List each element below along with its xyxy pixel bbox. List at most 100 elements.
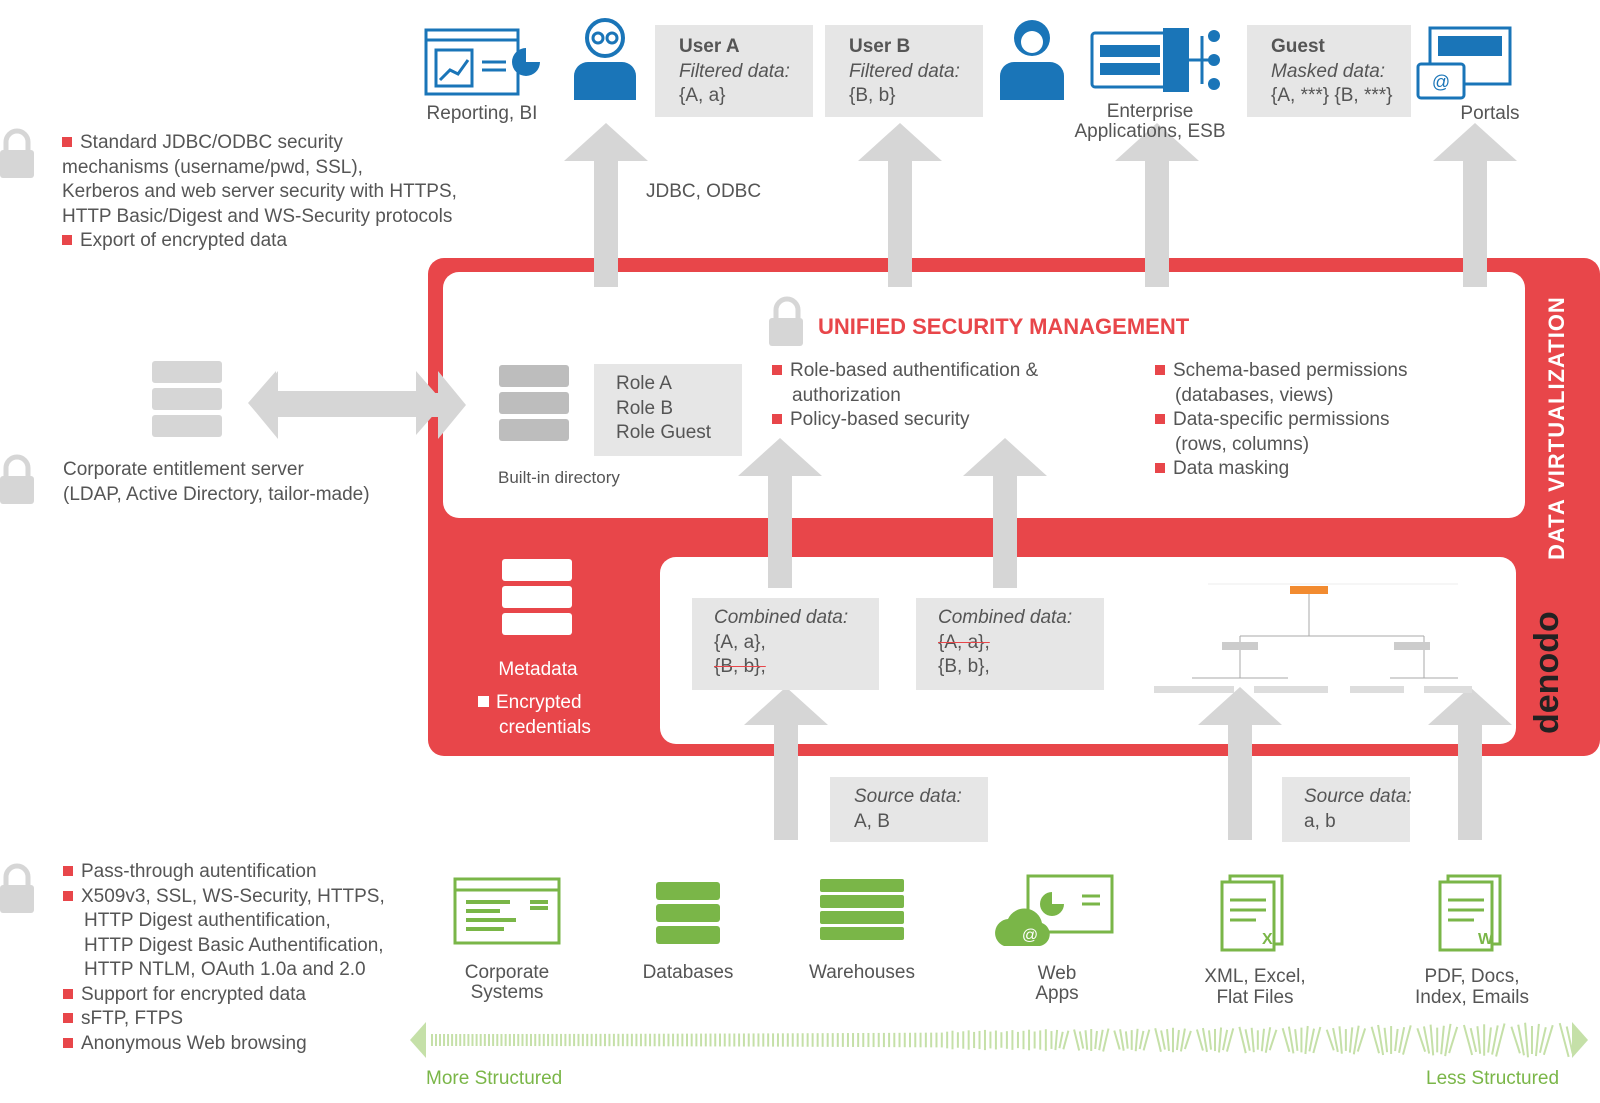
spectrum-tick	[1119, 1029, 1125, 1051]
list-item-line: HTTP Basic/Digest and WS-Security protoc…	[62, 205, 453, 227]
built-in-directory-icon	[499, 365, 569, 441]
usm-features-right: Schema-based permissions (databases, vie…	[1155, 359, 1407, 482]
label-line: XML, Excel,	[1204, 966, 1306, 987]
spectrum-tick	[1517, 1024, 1525, 1056]
data-value: A, B	[854, 810, 890, 832]
consumer-arrows	[564, 123, 1517, 287]
user-a-box: User A Filtered data: {A, a}	[655, 25, 813, 117]
spectrum-tick	[1469, 1027, 1478, 1053]
spectrum-tick	[1332, 1027, 1339, 1053]
checkbox-icon	[478, 696, 489, 707]
spectrum-tick	[1348, 1027, 1354, 1053]
list-item: Data masking	[1155, 457, 1407, 482]
spectrum-tick	[1268, 1029, 1278, 1051]
user-name: User A	[679, 36, 740, 57]
spectrum-tick	[1260, 1028, 1265, 1052]
svg-text:@: @	[1432, 72, 1450, 92]
list-item-line: HTTP NTLM, OAuth 1.0a and 2.0	[84, 959, 366, 980]
lock-icon-standard	[0, 128, 34, 178]
user-name: User B	[849, 36, 911, 57]
spectrum-tick	[1565, 1026, 1574, 1054]
pdf-docs-icon: W	[1438, 874, 1502, 952]
reporting-bi-label: Reporting, BI	[426, 103, 538, 124]
label-line: Warehouses	[809, 962, 915, 983]
data-label: Combined data:	[938, 607, 1073, 628]
data-label: Masked data:	[1271, 60, 1386, 82]
role-item: Role A	[616, 373, 672, 394]
encrypted-credentials: Encrypted credentials	[478, 691, 591, 740]
list-item: Pass-through autentification	[63, 860, 385, 885]
source-arrows	[744, 687, 1512, 840]
data-value: {B, b}	[849, 85, 896, 106]
spectrum-tick	[1073, 1029, 1081, 1051]
spectrum-tick	[1422, 1026, 1431, 1054]
spectrum-tick	[1416, 1027, 1427, 1053]
spectrum-tick	[1142, 1029, 1151, 1051]
corporate-server-icon	[152, 361, 222, 437]
spectrum-tick	[1287, 1026, 1295, 1054]
data-label: Source data:	[1304, 786, 1412, 807]
portals-label: Portals	[1460, 103, 1520, 124]
spectrum-tick	[1356, 1028, 1367, 1052]
spectrum-tick	[1370, 1026, 1381, 1054]
metadata-icon	[502, 559, 572, 635]
spectrum-tick	[1312, 1026, 1322, 1054]
portals-icon: @	[1416, 26, 1512, 100]
spectrum-tick	[1524, 1022, 1529, 1058]
spectrum-tick	[1098, 1029, 1104, 1051]
source-label-databases: Databases	[623, 963, 753, 983]
data-label: Source data:	[854, 786, 962, 807]
spectrum-tick	[1094, 1030, 1098, 1050]
corporate-systems-icon	[453, 877, 561, 945]
user-a-icon	[574, 18, 636, 100]
spectrum-tick	[1398, 1026, 1406, 1054]
label-line: Corporate	[464, 962, 550, 983]
label-line: Apps	[1035, 983, 1079, 1004]
spectrum-tick	[1084, 1030, 1089, 1050]
spectrum-tick	[1195, 1029, 1204, 1051]
web-apps-icon: @	[995, 874, 1114, 946]
spectrum-tick	[1244, 1029, 1251, 1051]
lock-icon-source	[0, 863, 34, 913]
lock-icon-corporate	[0, 454, 34, 504]
svg-text:X: X	[1262, 931, 1273, 948]
svg-text:@: @	[1022, 927, 1038, 944]
spectrum-tick	[1217, 1027, 1223, 1053]
combined-data-box-2: Combined data: {A, a}, {B, b},	[916, 598, 1104, 690]
spectrum-tick	[1264, 1027, 1272, 1053]
spectrum-tick	[1377, 1024, 1385, 1056]
data-value: {A, a},	[714, 631, 766, 653]
list-item-line: credentials	[499, 716, 591, 738]
enterprise-applications-icon	[1090, 28, 1220, 92]
spectrum-tick	[1058, 1031, 1064, 1049]
spectrum-tick	[1294, 1029, 1299, 1051]
denodo-logo-text: denodo	[1528, 611, 1566, 734]
list-item-line: HTTP Digest Basic Authentification,	[84, 934, 384, 956]
corporate-entitlement-label: Corporate entitlement server (LDAP, Acti…	[63, 458, 370, 507]
spectrum-tick	[1201, 1027, 1208, 1053]
spectrum-tick	[1440, 1025, 1445, 1055]
label-line: Corporate entitlement server	[63, 459, 304, 480]
label-line: Systems	[470, 982, 544, 1003]
spectrum-tick	[1304, 1025, 1309, 1055]
spectrum-tick	[1154, 1028, 1162, 1052]
source-label-pdf-docs: PDF, Docs, Index, Emails	[1392, 966, 1552, 1008]
guest-box: Guest Masked data: {A, ***} {B, ***}	[1247, 25, 1411, 117]
spectrum-tick	[1225, 1028, 1235, 1052]
spectrum-tick	[1534, 1023, 1540, 1057]
roles-box: Role A Role B Role Guest	[594, 364, 742, 456]
spectrum-tick	[1538, 1027, 1547, 1053]
source-label-warehouses: Warehouses	[797, 963, 927, 983]
lock-icon-usm	[769, 296, 803, 346]
label-line: Web	[1037, 963, 1077, 984]
user-b-box: User B Filtered data: {B, b}	[825, 25, 983, 117]
spectrum-tick	[1448, 1026, 1459, 1054]
spectrum-tick	[1444, 1023, 1452, 1057]
more-structured-label: More Structured	[426, 1068, 563, 1089]
spectrum-tick	[1491, 1025, 1499, 1055]
list-item-line: (databases, views)	[1175, 384, 1334, 406]
list-item-line: Kerberos and web server security with HT…	[62, 181, 457, 202]
spectrum-tick	[1462, 1024, 1474, 1056]
spectrum-tick	[1175, 1029, 1180, 1051]
